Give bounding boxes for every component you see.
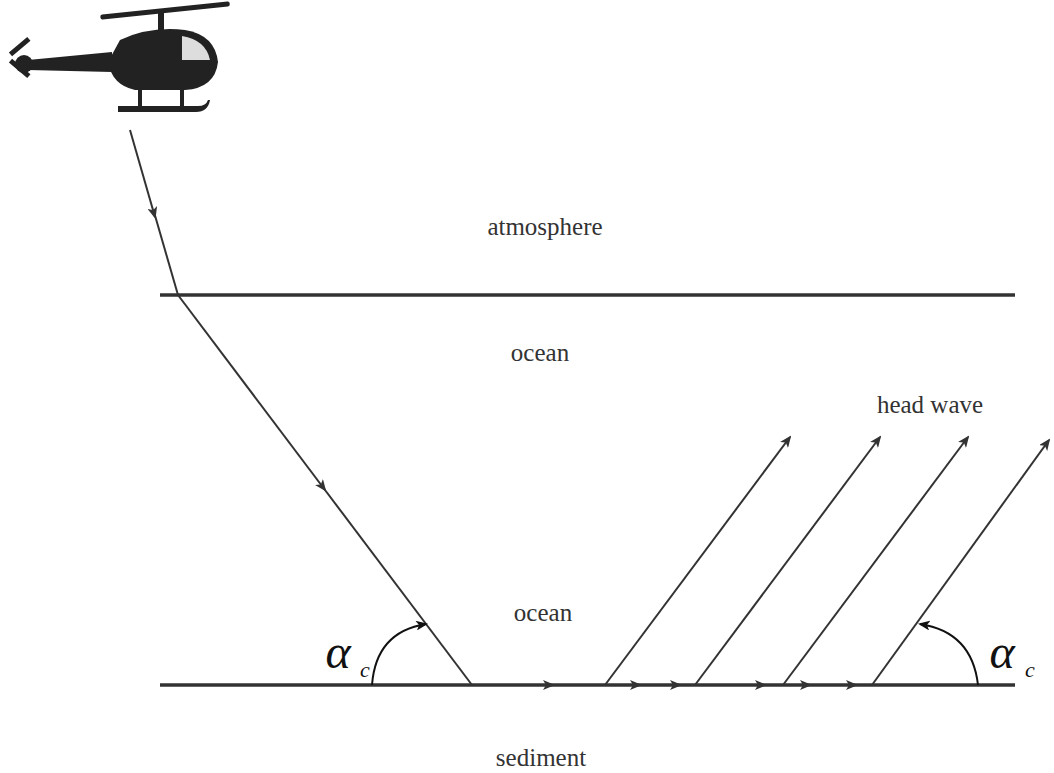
- angle-subscript: c: [1025, 659, 1035, 681]
- angle-subscript: c: [360, 659, 370, 681]
- angle-symbol: α: [325, 628, 350, 676]
- wave-label: head wave: [874, 391, 986, 418]
- helicopter-icon: [9, 1, 230, 112]
- layer-label: atmosphere: [484, 213, 605, 240]
- layer-label: ocean: [511, 599, 575, 626]
- angle-symbol: α: [989, 628, 1014, 676]
- layer-label: sediment: [493, 744, 589, 771]
- layer-label: ocean: [508, 339, 572, 366]
